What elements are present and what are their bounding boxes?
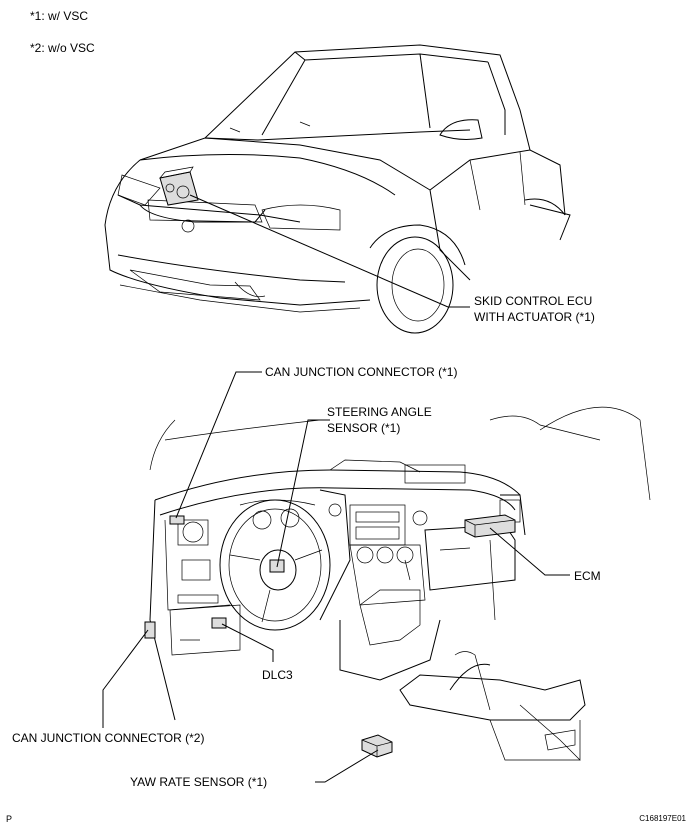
dlc3-label: DLC3 [262, 668, 293, 682]
skid-control-label-line1: SKID CONTROL ECU [474, 294, 593, 308]
dashboard-illustration [144, 406, 651, 761]
footer-left-code: P [6, 814, 13, 824]
legend-note-1: *1: w/ VSC [30, 9, 89, 23]
dlc3-leader-line [221, 623, 274, 662]
skid-control-leader-line [189, 194, 449, 308]
legend-note-2: *2: w/o VSC [30, 41, 95, 55]
can-junction-2-label: CAN JUNCTION CONNECTOR (*2) [12, 731, 205, 745]
can-junction-2-leader-line [102, 629, 149, 728]
yaw-rate-label: YAW RATE SENSOR (*1) [130, 775, 268, 789]
car-illustration [104, 44, 571, 334]
skid-control-label-line2: WITH ACTUATOR (*1) [474, 310, 595, 324]
steering-angle-label-line1: STEERING ANGLE [327, 405, 432, 419]
yaw-rate-leader-line [315, 749, 379, 783]
steering-angle-leader-line [276, 419, 330, 568]
steering-angle-label-line2: SENSOR (*1) [327, 421, 401, 435]
ecm-leader-line [489, 527, 570, 576]
footer-right-code: C168197E01 [639, 814, 686, 823]
ecm-label: ECM [574, 569, 601, 583]
can-junction-1-label: CAN JUNCTION CONNECTOR (*1) [265, 365, 458, 379]
can-junction-1-leader-line [175, 371, 262, 519]
